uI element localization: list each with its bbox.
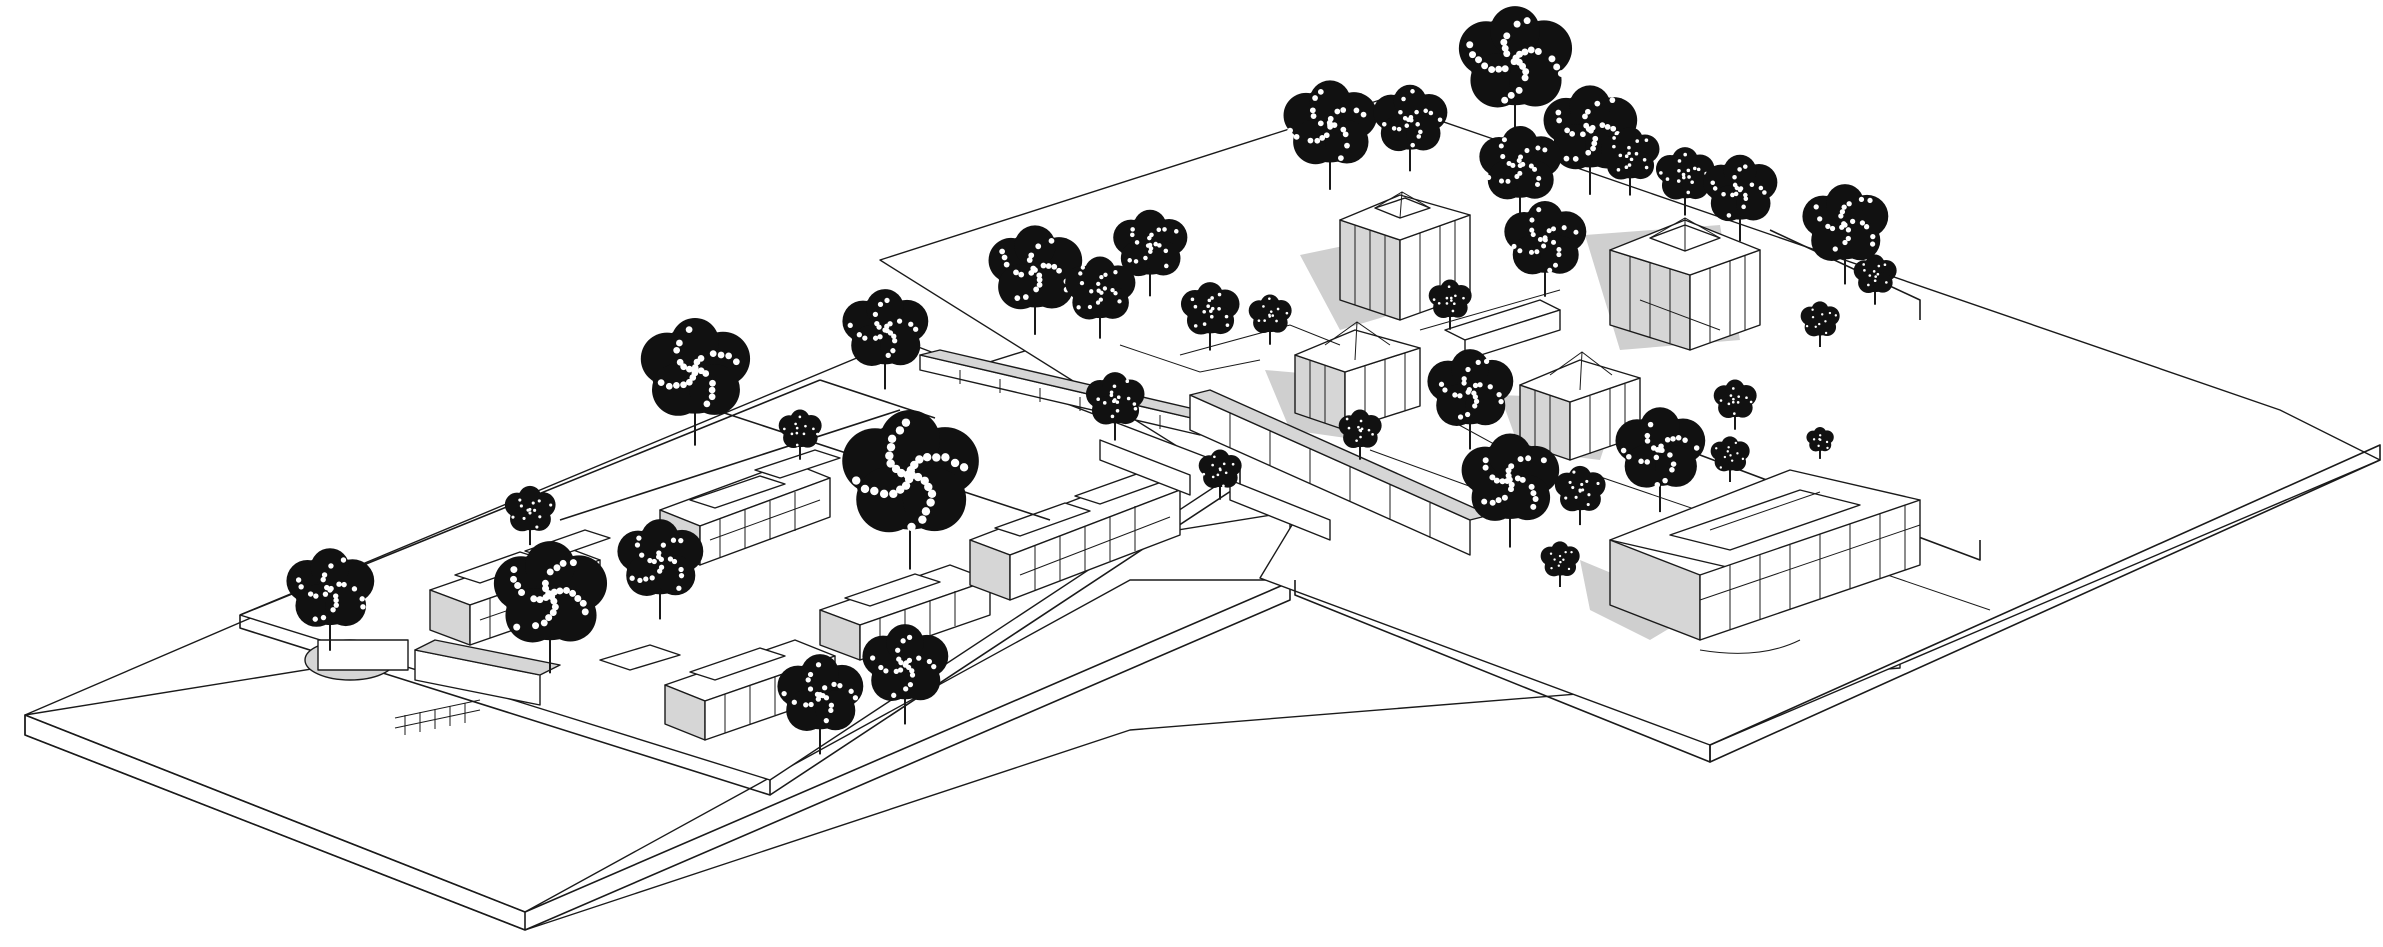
tree	[778, 409, 822, 460]
courtyard-pool	[599, 644, 681, 671]
tree	[493, 541, 608, 674]
tower-1	[1339, 191, 1471, 321]
tree	[1713, 379, 1757, 430]
tree	[988, 225, 1083, 335]
tree	[1554, 465, 1606, 526]
tree	[1853, 254, 1897, 305]
site-ground-slab	[24, 99, 2381, 931]
tree	[1461, 433, 1560, 548]
tree	[1710, 436, 1750, 482]
tree	[1504, 200, 1587, 297]
tree	[1800, 301, 1840, 347]
tree	[1615, 407, 1706, 513]
large-block-building	[1609, 469, 1921, 641]
tree	[1085, 372, 1145, 441]
tree	[1479, 125, 1562, 222]
tree	[1703, 154, 1778, 242]
tree	[1427, 349, 1514, 450]
tree	[1198, 449, 1242, 500]
entrance-podium	[304, 639, 561, 735]
tree	[1543, 85, 1638, 195]
tree	[286, 548, 375, 651]
tree	[1458, 6, 1573, 139]
tree	[1600, 127, 1660, 196]
tree	[842, 409, 979, 570]
tree	[1802, 184, 1889, 285]
tree	[1248, 294, 1292, 345]
trees	[286, 6, 1897, 755]
row-house-block-e	[969, 470, 1181, 601]
tree	[862, 624, 949, 725]
tree	[1428, 279, 1472, 330]
tree	[1180, 282, 1240, 351]
tree	[842, 289, 929, 390]
tree	[1283, 80, 1378, 190]
tree	[777, 654, 864, 755]
tree	[1113, 209, 1188, 297]
tree	[504, 485, 556, 546]
tower-3	[1294, 321, 1421, 431]
tree	[1806, 426, 1834, 459]
tree	[640, 317, 751, 446]
tree	[1065, 256, 1136, 339]
tree	[617, 519, 704, 620]
tree	[1373, 84, 1448, 172]
tree	[1338, 409, 1382, 460]
tree	[1540, 541, 1580, 587]
